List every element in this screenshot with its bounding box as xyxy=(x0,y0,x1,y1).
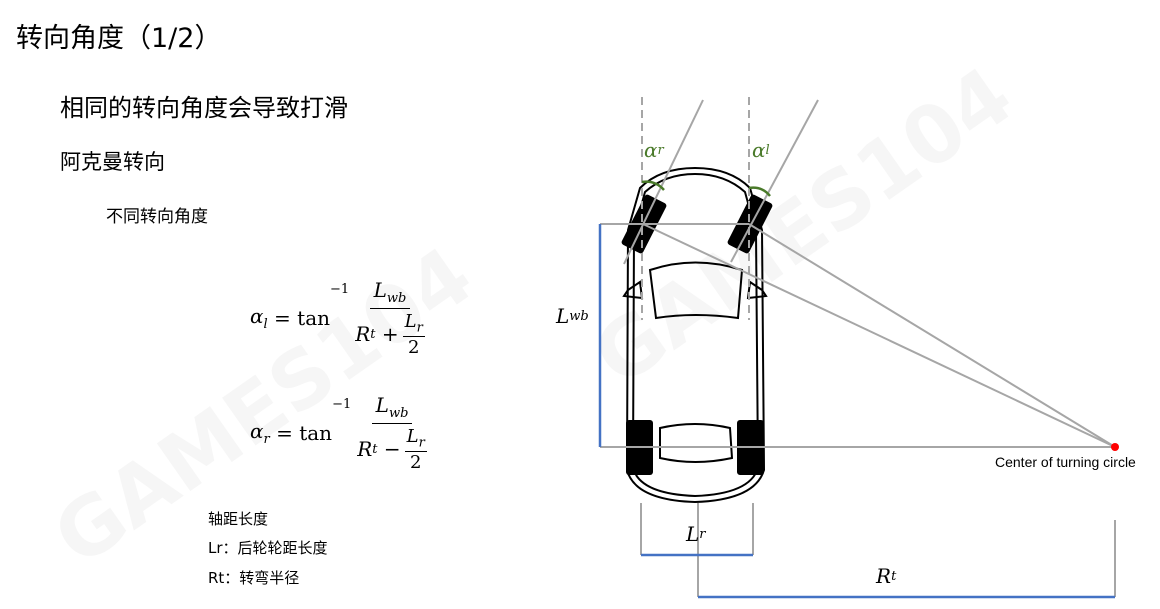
bullet-level3: 不同转向角度 xyxy=(106,207,208,227)
slide-title: 转向角度（1/2） xyxy=(16,23,222,54)
wheels xyxy=(621,194,773,475)
note-wheelbase: 轴距长度 xyxy=(208,510,269,528)
note-lr: Lr：后轮轮距长度 xyxy=(208,539,328,557)
turning-center-dot xyxy=(1111,443,1119,451)
bullet-level1: 相同的转向角度会导致打滑 xyxy=(60,94,348,122)
angle-arcs xyxy=(641,180,771,197)
dimension-lines xyxy=(598,224,1115,599)
bullet-level2: 阿克曼转向 xyxy=(60,150,165,174)
guide-lines xyxy=(600,97,1116,597)
label-center-of-turning-circle: Center of turning circle xyxy=(995,454,1136,470)
note-rt: Rt：转弯半径 xyxy=(208,569,300,587)
